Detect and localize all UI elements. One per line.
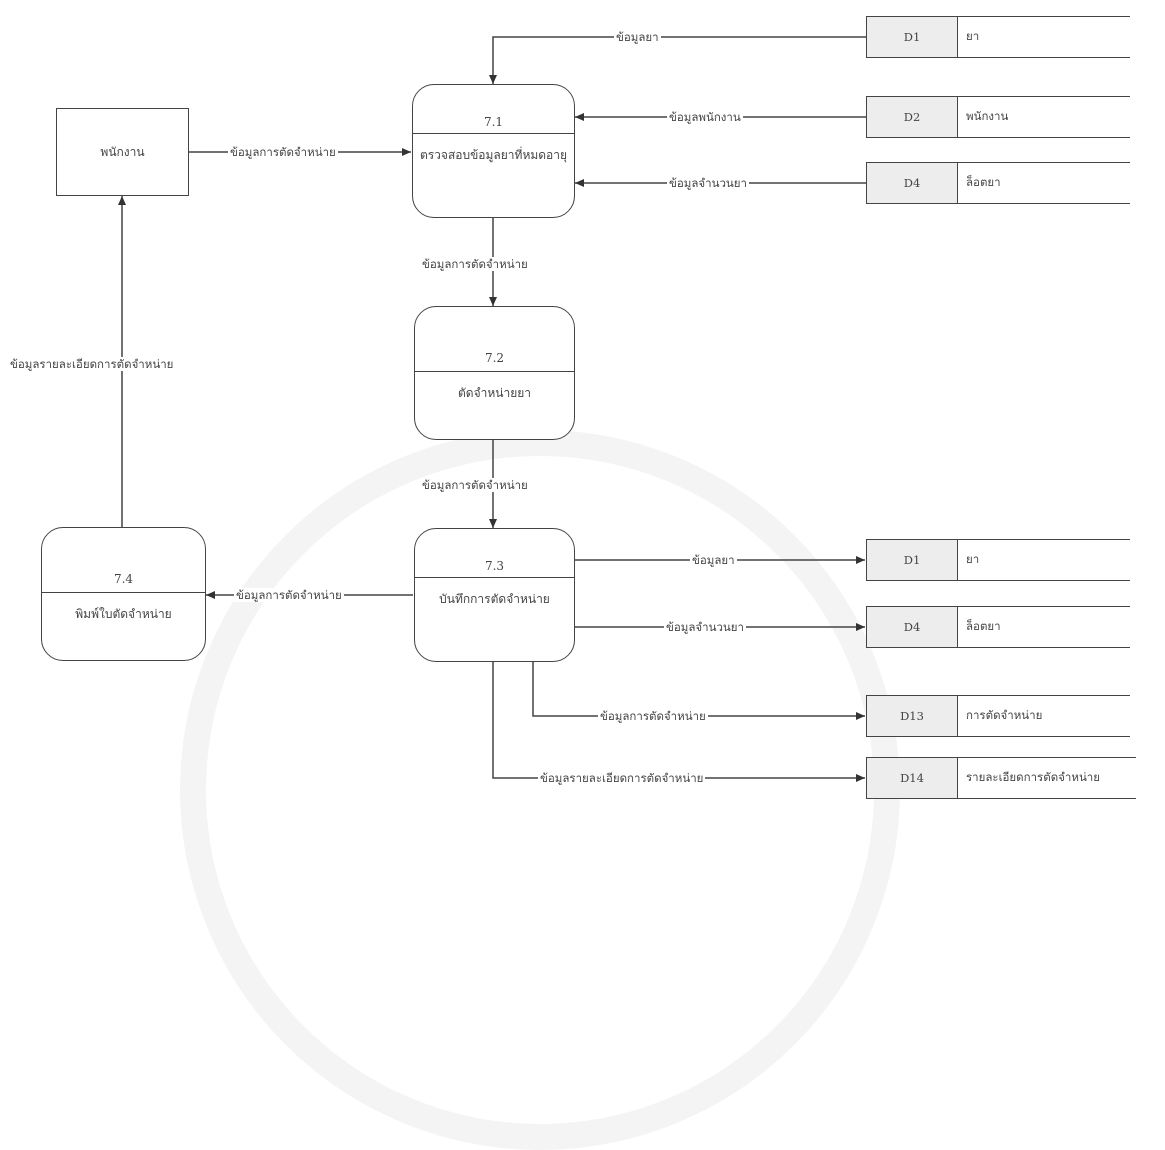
store-d4-top-name: ล็อตยา [966, 175, 1001, 189]
process-7-2-id: 7.2 [484, 351, 505, 365]
store-d13-id: D13 [866, 696, 958, 736]
flow-label-7-4-to-staff: ข้อมูลรายละเอียดการตัดจำหน่าย [8, 357, 176, 371]
process-7-2[interactable]: 7.2 ตัดจำหน่ายยา [414, 306, 575, 440]
store-d13-name: การตัดจำหน่าย [966, 708, 1043, 722]
flow-label-7-3-to-d14: ข้อมูลรายละเอียดการตัดจำหน่าย [538, 771, 706, 785]
store-d1-bottom-name: ยา [966, 552, 980, 566]
flow-label-d2-to-7-1: ข้อมูลพนักงาน [667, 110, 743, 124]
flow-label-7-3-to-d4: ข้อมูลจำนวนยา [664, 620, 746, 634]
store-d1-bottom-id: D1 [866, 540, 958, 580]
flow-label-7-3-to-7-4: ข้อมูลการตัดจำหน่าย [234, 588, 344, 602]
flow-d1-to-7-1 [489, 36, 866, 84]
entity-staff[interactable]: พนักงาน [56, 108, 189, 196]
store-d4-bottom-id: D4 [866, 607, 958, 647]
process-7-4-id: 7.4 [113, 572, 134, 586]
flow-label-staff-to-7-1: ข้อมูลการตัดจำหน่าย [228, 145, 338, 159]
flow-7-3-to-d14 [492, 662, 865, 782]
store-d4-bottom-name: ล็อตยา [966, 619, 1001, 633]
store-d2-name: พนักงาน [966, 109, 1009, 123]
dfd-canvas: ข้อมูลยา ข้อมูลพนักงาน ข้อมูลจำนวนยา ข้อ… [8, 16, 1136, 1150]
store-d1-bottom[interactable]: D1 ยา [866, 539, 1130, 581]
store-d14[interactable]: D14 รายละเอียดการตัดจำหน่าย [866, 757, 1136, 799]
flow-label-7-1-to-7-2: ข้อมูลการตัดจำหน่าย [420, 257, 530, 271]
store-d14-name: รายละเอียดการตัดจำหน่าย [966, 770, 1101, 784]
store-d2-id: D2 [866, 97, 958, 137]
process-7-3[interactable]: 7.3 บันทึกการตัดจำหน่าย [414, 528, 575, 662]
entity-staff-label: พนักงาน [100, 144, 145, 159]
flow-label-7-3-to-d1: ข้อมูลยา [690, 553, 737, 567]
flow-label-d4-to-7-1: ข้อมูลจำนวนยา [667, 176, 749, 190]
flow-label-7-3-to-d13: ข้อมูลการตัดจำหน่าย [598, 709, 708, 723]
store-d1-top[interactable]: D1 ยา [866, 16, 1130, 58]
process-7-1[interactable]: 7.1 ตรวจสอบข้อมูลยาที่หมดอายุ [412, 84, 575, 218]
process-7-3-divider [415, 577, 574, 578]
process-7-1-name: ตรวจสอบข้อมูลยาที่หมดอายุ [419, 148, 568, 162]
process-7-1-id: 7.1 [483, 115, 504, 129]
flow-label-d1-to-7-1: ข้อมูลยา [614, 30, 661, 44]
store-d1-top-name: ยา [966, 29, 980, 43]
flow-7-3-to-d13 [532, 662, 865, 720]
store-d13[interactable]: D13 การตัดจำหน่าย [866, 695, 1130, 737]
store-d4-top[interactable]: D4 ล็อตยา [866, 162, 1130, 204]
process-7-3-id: 7.3 [484, 559, 505, 573]
process-7-2-divider [415, 371, 574, 372]
process-7-2-name: ตัดจำหน่ายยา [457, 386, 531, 400]
store-d1-top-id: D1 [866, 17, 958, 57]
process-7-1-divider [413, 133, 574, 134]
process-7-3-name: บันทึกการตัดจำหน่าย [439, 592, 550, 606]
store-d14-id: D14 [866, 758, 958, 798]
process-7-4-divider [42, 592, 205, 593]
process-7-4-name: พิมพ์ใบตัดจำหน่าย [75, 607, 172, 621]
store-d4-bottom[interactable]: D4 ล็อตยา [866, 606, 1130, 648]
process-7-4[interactable]: 7.4 พิมพ์ใบตัดจำหน่าย [41, 527, 206, 661]
store-d2[interactable]: D2 พนักงาน [866, 96, 1130, 138]
flow-label-7-2-to-7-3: ข้อมูลการตัดจำหน่าย [420, 478, 530, 492]
store-d4-top-id: D4 [866, 163, 958, 203]
